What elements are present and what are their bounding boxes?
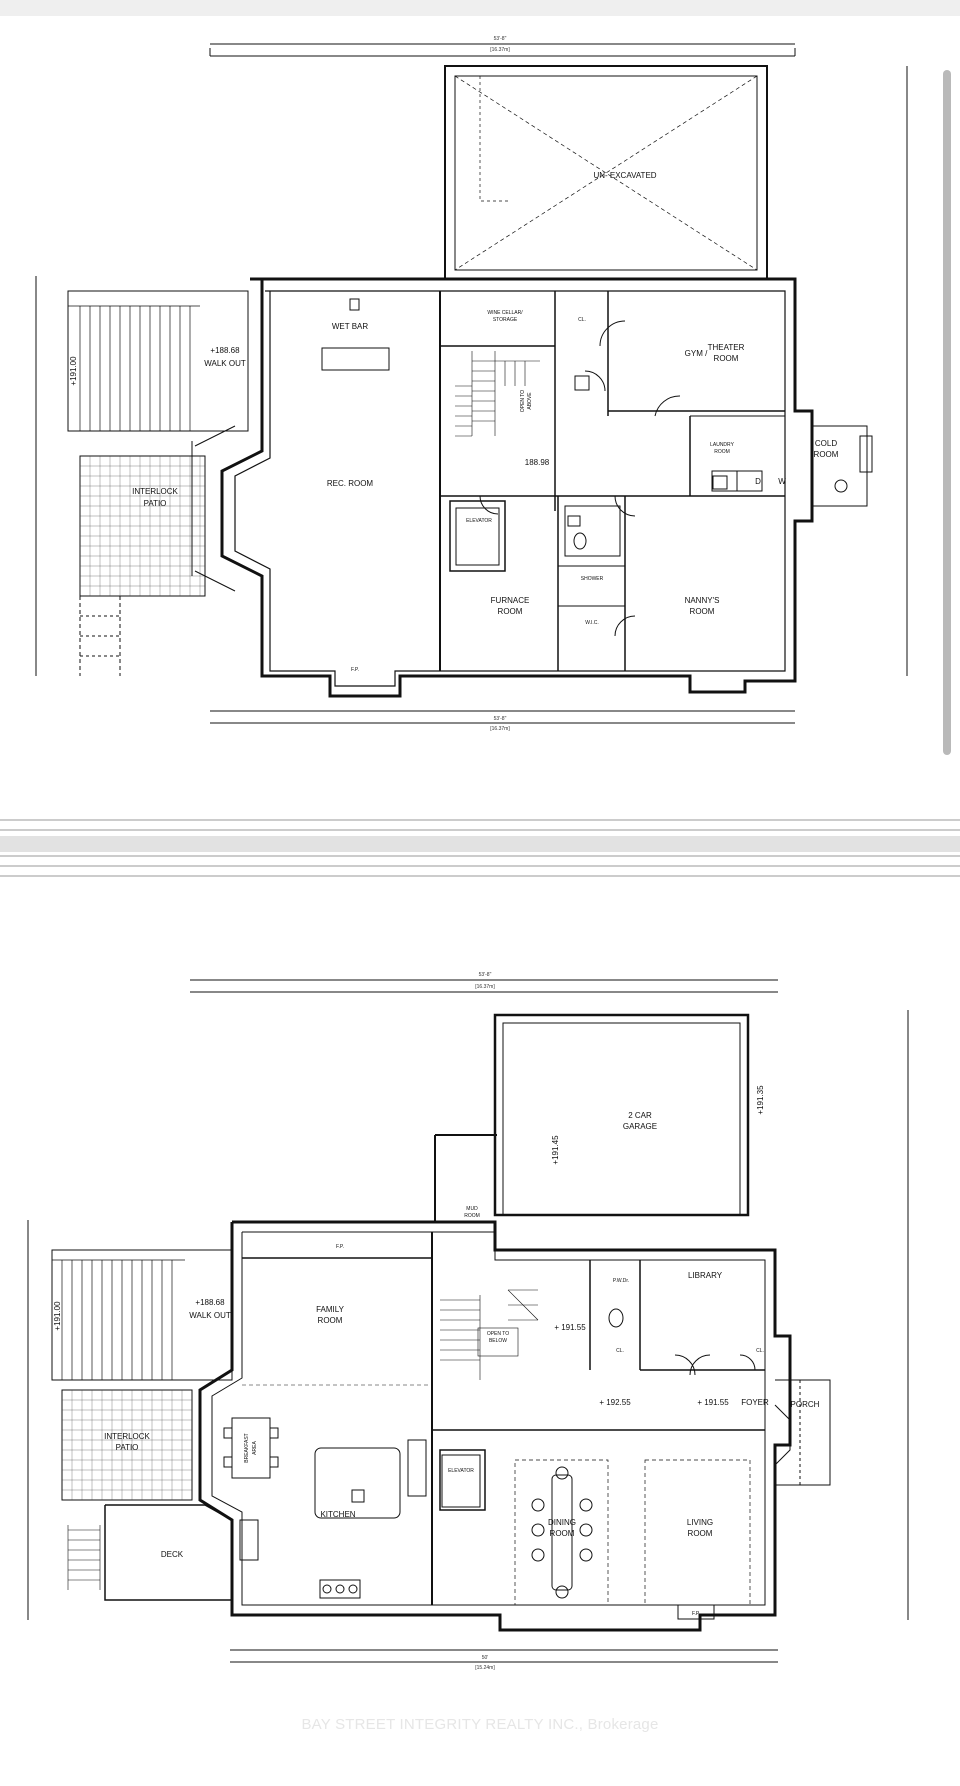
- basement-bottom-width: 53'-8": [494, 716, 507, 722]
- label-foyer-elevation: + 191.55: [697, 1398, 729, 1407]
- label-laundry-1: LAUNDRY: [710, 442, 734, 448]
- label-unexcavated: UN- EXCAVATED: [593, 171, 656, 180]
- label-mud-room-1: MUD: [466, 1206, 478, 1212]
- label-cold-room-1: COLD: [815, 439, 837, 448]
- plan-separator: [0, 819, 960, 877]
- label-walkout-elevation: +188.68: [195, 1298, 225, 1307]
- main-total-width-metric: [16.37m]: [475, 984, 495, 990]
- label-mud-room-2: ROOM: [464, 1213, 480, 1219]
- label-closet-1: CL.: [616, 1348, 624, 1354]
- label-gym: GYM /: [685, 349, 708, 358]
- label-deck: DECK: [161, 1550, 184, 1559]
- label-interlock-patio-2: PATIO: [116, 1443, 139, 1452]
- label-breakfast-2: AREA: [252, 1441, 258, 1455]
- label-library: LIBRARY: [688, 1271, 723, 1280]
- label-laundry-2: ROOM: [714, 449, 730, 455]
- label-open-to-above-1: OPEN TO: [520, 390, 526, 412]
- label-furnace-room-1: FURNACE: [491, 596, 530, 605]
- label-interlock-patio-1: INTERLOCK: [132, 487, 178, 496]
- label-interlock-patio-2: PATIO: [144, 499, 167, 508]
- label-interlock-patio-1: INTERLOCK: [104, 1432, 150, 1441]
- label-side-elevation: +191.00: [53, 1301, 62, 1331]
- main-bottom-width-metric: [15.24m]: [475, 1665, 495, 1671]
- label-fireplace-bottom: F.P.: [692, 1611, 700, 1617]
- basement-total-width-metric: [16.37m]: [490, 47, 510, 53]
- basement-bottom-width-metric: [16.37m]: [490, 726, 510, 732]
- browser-top-bar: [0, 0, 960, 16]
- label-theater-room-2: ROOM: [714, 354, 739, 363]
- vertical-scrollbar-thumb[interactable]: [943, 70, 951, 755]
- label-dining-room-1: DINING: [548, 1518, 576, 1527]
- label-open-to-below-1: OPEN TO: [487, 1331, 509, 1337]
- label-fireplace-top: F.P.: [336, 1244, 344, 1250]
- label-open-to-below-2: BELOW: [489, 1338, 507, 1344]
- label-walkout: WALK OUT: [204, 359, 246, 368]
- label-garage-elevation: +191.45: [551, 1135, 560, 1165]
- label-rec-room: REC. ROOM: [327, 479, 374, 488]
- label-wet-bar: WET BAR: [332, 322, 369, 331]
- label-garage-2: GARAGE: [623, 1122, 657, 1131]
- label-hall-elevation: + 192.55: [599, 1398, 631, 1407]
- main-total-width: 53'-8": [479, 972, 492, 978]
- label-wine-cellar-2: STORAGE: [493, 317, 518, 323]
- label-foyer: FOYER: [741, 1398, 769, 1407]
- label-washer: W: [778, 477, 786, 486]
- label-closet-2: CL.: [756, 1348, 764, 1354]
- main-floor-plan: 53'-8" [16.37m] 50' [15.24m] 2 CAR GARAG…: [27, 972, 909, 1671]
- label-wine-cellar-1: WINE CELLAR/: [487, 310, 523, 316]
- label-family-room-2: ROOM: [318, 1316, 343, 1325]
- label-dining-room-2: ROOM: [550, 1529, 575, 1538]
- label-side-elevation: +191.00: [69, 356, 78, 386]
- label-porch: PORCH: [791, 1400, 820, 1409]
- label-walkout-elevation: +188.68: [210, 346, 240, 355]
- label-stair-elevation: + 191.55: [554, 1323, 586, 1332]
- label-elevator: ELEVATOR: [448, 1468, 474, 1474]
- label-powder: P.W.Dr.: [613, 1278, 629, 1284]
- label-dryer: D: [755, 477, 761, 486]
- label-furnace-room-2: ROOM: [498, 607, 523, 616]
- label-nannys-room-1: NANNY'S: [685, 596, 720, 605]
- label-elevator: ELEVATOR: [466, 518, 492, 524]
- label-living-room-2: ROOM: [688, 1529, 713, 1538]
- label-living-room-1: LIVING: [687, 1518, 713, 1527]
- label-nannys-room-2: ROOM: [690, 607, 715, 616]
- label-breakfast-1: BREAKFAST: [244, 1433, 250, 1462]
- label-closet: CL.: [578, 317, 586, 323]
- label-family-room-1: FAMILY: [316, 1305, 345, 1314]
- label-fireplace: F.P.: [351, 667, 359, 673]
- basement-total-width: 53'-8": [494, 36, 507, 42]
- label-theater-room-1: THEATER: [708, 343, 745, 352]
- brokerage-watermark: BAY STREET INTEGRITY REALTY INC., Broker…: [301, 1716, 659, 1733]
- label-kitchen: KITCHEN: [320, 1510, 355, 1519]
- basement-floor-plan: 53'-8" [16.37m] 53'-8" [16.37m] UN- EXCA…: [35, 36, 908, 732]
- label-cold-room-2: ROOM: [814, 450, 839, 459]
- label-garage-side-elevation: +191.35: [756, 1085, 765, 1115]
- main-bottom-width: 50': [482, 1655, 489, 1661]
- label-shower: SHOWER: [581, 576, 604, 582]
- label-walkout: WALK OUT: [189, 1311, 231, 1320]
- label-hall-elevation: 188.98: [525, 458, 550, 467]
- label-open-to-above-2: ABOVE: [527, 392, 533, 410]
- label-wic: W.I.C.: [585, 620, 599, 626]
- label-garage-1: 2 CAR: [628, 1111, 652, 1120]
